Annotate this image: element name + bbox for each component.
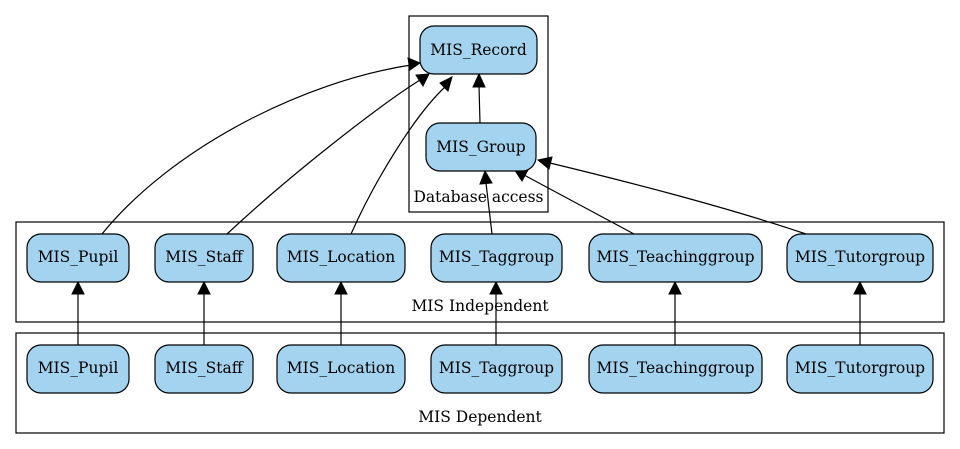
node-dependent-teachinggroup: MIS_Teachinggroup xyxy=(588,344,763,394)
arrowhead-tutorgroup-to-group xyxy=(536,156,553,170)
node-label-independent-staff: MIS_Staff xyxy=(165,248,243,266)
arrowhead-dep-pupil xyxy=(71,280,85,295)
arrowhead-location-to-record xyxy=(439,76,453,92)
arrowhead-pupil-to-record xyxy=(407,57,422,71)
arrowhead-group-to-record xyxy=(472,72,486,88)
node-label-independent-tutorgroup: MIS_Tutorgroup xyxy=(795,248,925,266)
node-mis-record: MIS_Record xyxy=(419,25,538,75)
node-label-independent-teachinggroup: MIS_Teachinggroup xyxy=(596,248,754,266)
node-label-dependent-taggroup: MIS_Taggroup xyxy=(439,359,554,377)
node-label-dependent-location: MIS_Location xyxy=(287,359,395,377)
cluster-database-access: Database access xyxy=(408,15,549,213)
arrowhead-dep-tutorgroup xyxy=(853,280,867,295)
node-label-mis-group: MIS_Group xyxy=(436,138,525,156)
node-dependent-taggroup: MIS_Taggroup xyxy=(430,344,563,394)
node-independent-teachinggroup: MIS_Teachinggroup xyxy=(588,233,763,283)
cluster-label-mis-dependent: MIS Dependent xyxy=(418,408,542,426)
arrowhead-staff-to-record xyxy=(415,73,430,88)
node-label-independent-pupil: MIS_Pupil xyxy=(38,248,119,266)
cluster-mis-independent: MIS Independent xyxy=(15,221,945,323)
node-label-dependent-staff: MIS_Staff xyxy=(165,359,243,377)
edge-taggroup-to-group xyxy=(485,182,493,235)
node-independent-pupil: MIS_Pupil xyxy=(26,233,130,283)
node-mis-group: MIS_Group xyxy=(425,122,537,172)
edge-location-to-record xyxy=(350,86,446,235)
node-label-independent-location: MIS_Location xyxy=(287,248,395,266)
arrowhead-dep-staff xyxy=(197,280,211,295)
node-dependent-tutorgroup: MIS_Tutorgroup xyxy=(786,344,934,394)
node-dependent-pupil: MIS_Pupil xyxy=(26,344,130,394)
arrowhead-dep-teachinggroup xyxy=(668,280,682,295)
cluster-mis-dependent: MIS Dependent xyxy=(15,332,945,434)
cluster-label-mis-independent: MIS Independent xyxy=(411,297,549,315)
node-label-dependent-teachinggroup: MIS_Teachinggroup xyxy=(596,359,754,377)
node-independent-tutorgroup: MIS_Tutorgroup xyxy=(786,233,934,283)
cluster-label-database-access: Database access xyxy=(413,188,543,206)
node-dependent-location: MIS_Location xyxy=(276,344,406,394)
node-independent-staff: MIS_Staff xyxy=(154,233,254,283)
edges xyxy=(71,57,867,345)
node-label-independent-taggroup: MIS_Taggroup xyxy=(439,248,554,266)
node-independent-taggroup: MIS_Taggroup xyxy=(430,233,563,283)
arrowhead-taggroup-to-group xyxy=(479,169,493,185)
edge-staff-to-record xyxy=(226,79,421,235)
edge-tutorgroup-to-group xyxy=(549,162,807,235)
edge-group-to-record xyxy=(478,85,481,124)
node-label-dependent-tutorgroup: MIS_Tutorgroup xyxy=(795,359,925,377)
arrowhead-dep-taggroup xyxy=(489,280,503,295)
node-label-mis-record: MIS_Record xyxy=(430,41,527,59)
node-independent-location: MIS_Location xyxy=(276,233,406,283)
node-dependent-staff: MIS_Staff xyxy=(154,344,254,394)
edge-teachinggroup-to-group xyxy=(523,174,635,235)
arrowhead-dep-location xyxy=(334,280,348,295)
edge-pupil-to-record xyxy=(101,64,412,235)
node-label-dependent-pupil: MIS_Pupil xyxy=(38,359,119,377)
